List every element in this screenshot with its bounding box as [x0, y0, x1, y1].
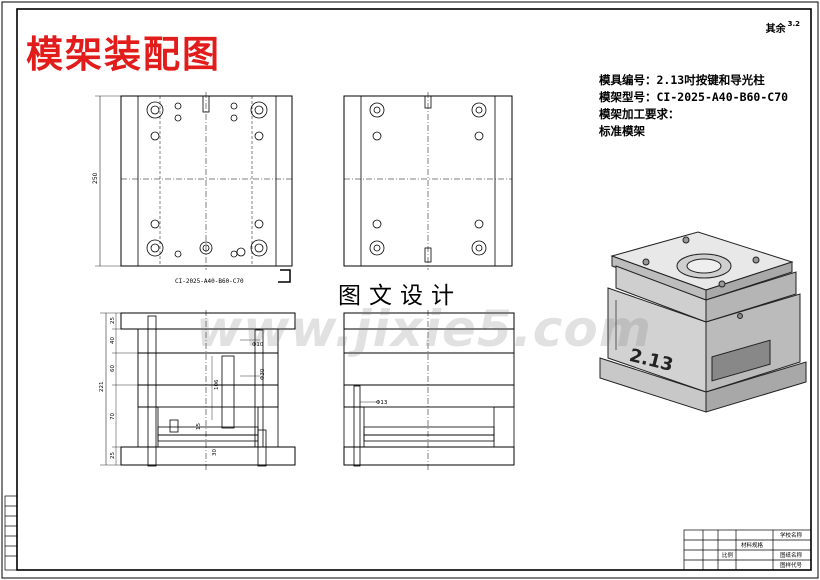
spec-row-type: 模架型号：CI-2025-A40-B60-C70: [599, 89, 788, 106]
dim-total: 221: [99, 382, 105, 393]
tb-drawing-name: 图纸名称: [780, 551, 803, 559]
side-hole-dim: Φ13: [376, 400, 388, 406]
spec-number-value: 2.13吋按键和导光柱: [656, 73, 765, 87]
spec-row-number: 模具编号：2.13吋按键和导光柱: [599, 72, 788, 89]
spec-type-label: 模架型号：: [599, 90, 657, 104]
dim-70: 70: [110, 413, 116, 420]
spec-number-label: 模具编号：: [599, 73, 657, 87]
dim-25-top: 25: [110, 317, 116, 324]
dim-30: 30: [212, 449, 218, 456]
model-label: CI-2025-A40-B60-C70: [175, 278, 244, 285]
front-section-view: [100, 310, 296, 470]
tb-school: 学校名称: [780, 531, 803, 539]
dim-15: 15: [196, 423, 202, 430]
front-dimension-labels: 221 25 40 60 70 25 Φ10 Φ30 106 15 30: [99, 317, 266, 459]
title-block: [683, 529, 812, 571]
surface-finish-label: 其余: [765, 24, 786, 35]
dim-25-bottom: 25: [110, 452, 116, 459]
tb-scale: 比例: [722, 551, 734, 559]
inner-border: [16, 8, 812, 571]
drawing-title: 模架装配图: [26, 32, 221, 76]
isometric-mold-view: [599, 231, 807, 413]
top-view-left: [95, 92, 293, 283]
tb-drawing-code: 图样代号: [780, 561, 803, 569]
spec-type-value: CI-2025-A40-B60-C70: [656, 90, 789, 104]
dim-40: 40: [110, 337, 116, 344]
spec-processing-label: 模架加工要求：: [599, 107, 680, 121]
title-block-text: 材料规格 学校名称 图纸名称 图样代号 比例: [722, 531, 803, 569]
spec-row-standard: 标准模架: [599, 123, 788, 140]
dim-phi30: Φ30: [260, 368, 266, 380]
spec-row-processing: 模架加工要求：: [599, 106, 788, 123]
spec-processing-value: 标准模架: [599, 124, 645, 138]
left-margin-table: [4, 495, 18, 571]
dim-phi10: Φ10: [252, 342, 264, 348]
roughness-value: 3.2: [787, 20, 800, 28]
mold-specs: 模具编号：2.13吋按键和导光柱 模架型号：CI-2025-A40-B60-C7…: [599, 72, 788, 140]
watermark-url: www.jixie5.com: [196, 300, 652, 358]
side-section-view: [343, 310, 515, 470]
dim-60: 60: [110, 365, 116, 372]
dim-106: 106: [214, 379, 220, 390]
top-height-dim: 250: [92, 172, 99, 184]
tb-material: 材料规格: [741, 541, 764, 549]
watermark-design-text: 图文设计: [338, 283, 462, 309]
top-view-right: [343, 92, 513, 270]
